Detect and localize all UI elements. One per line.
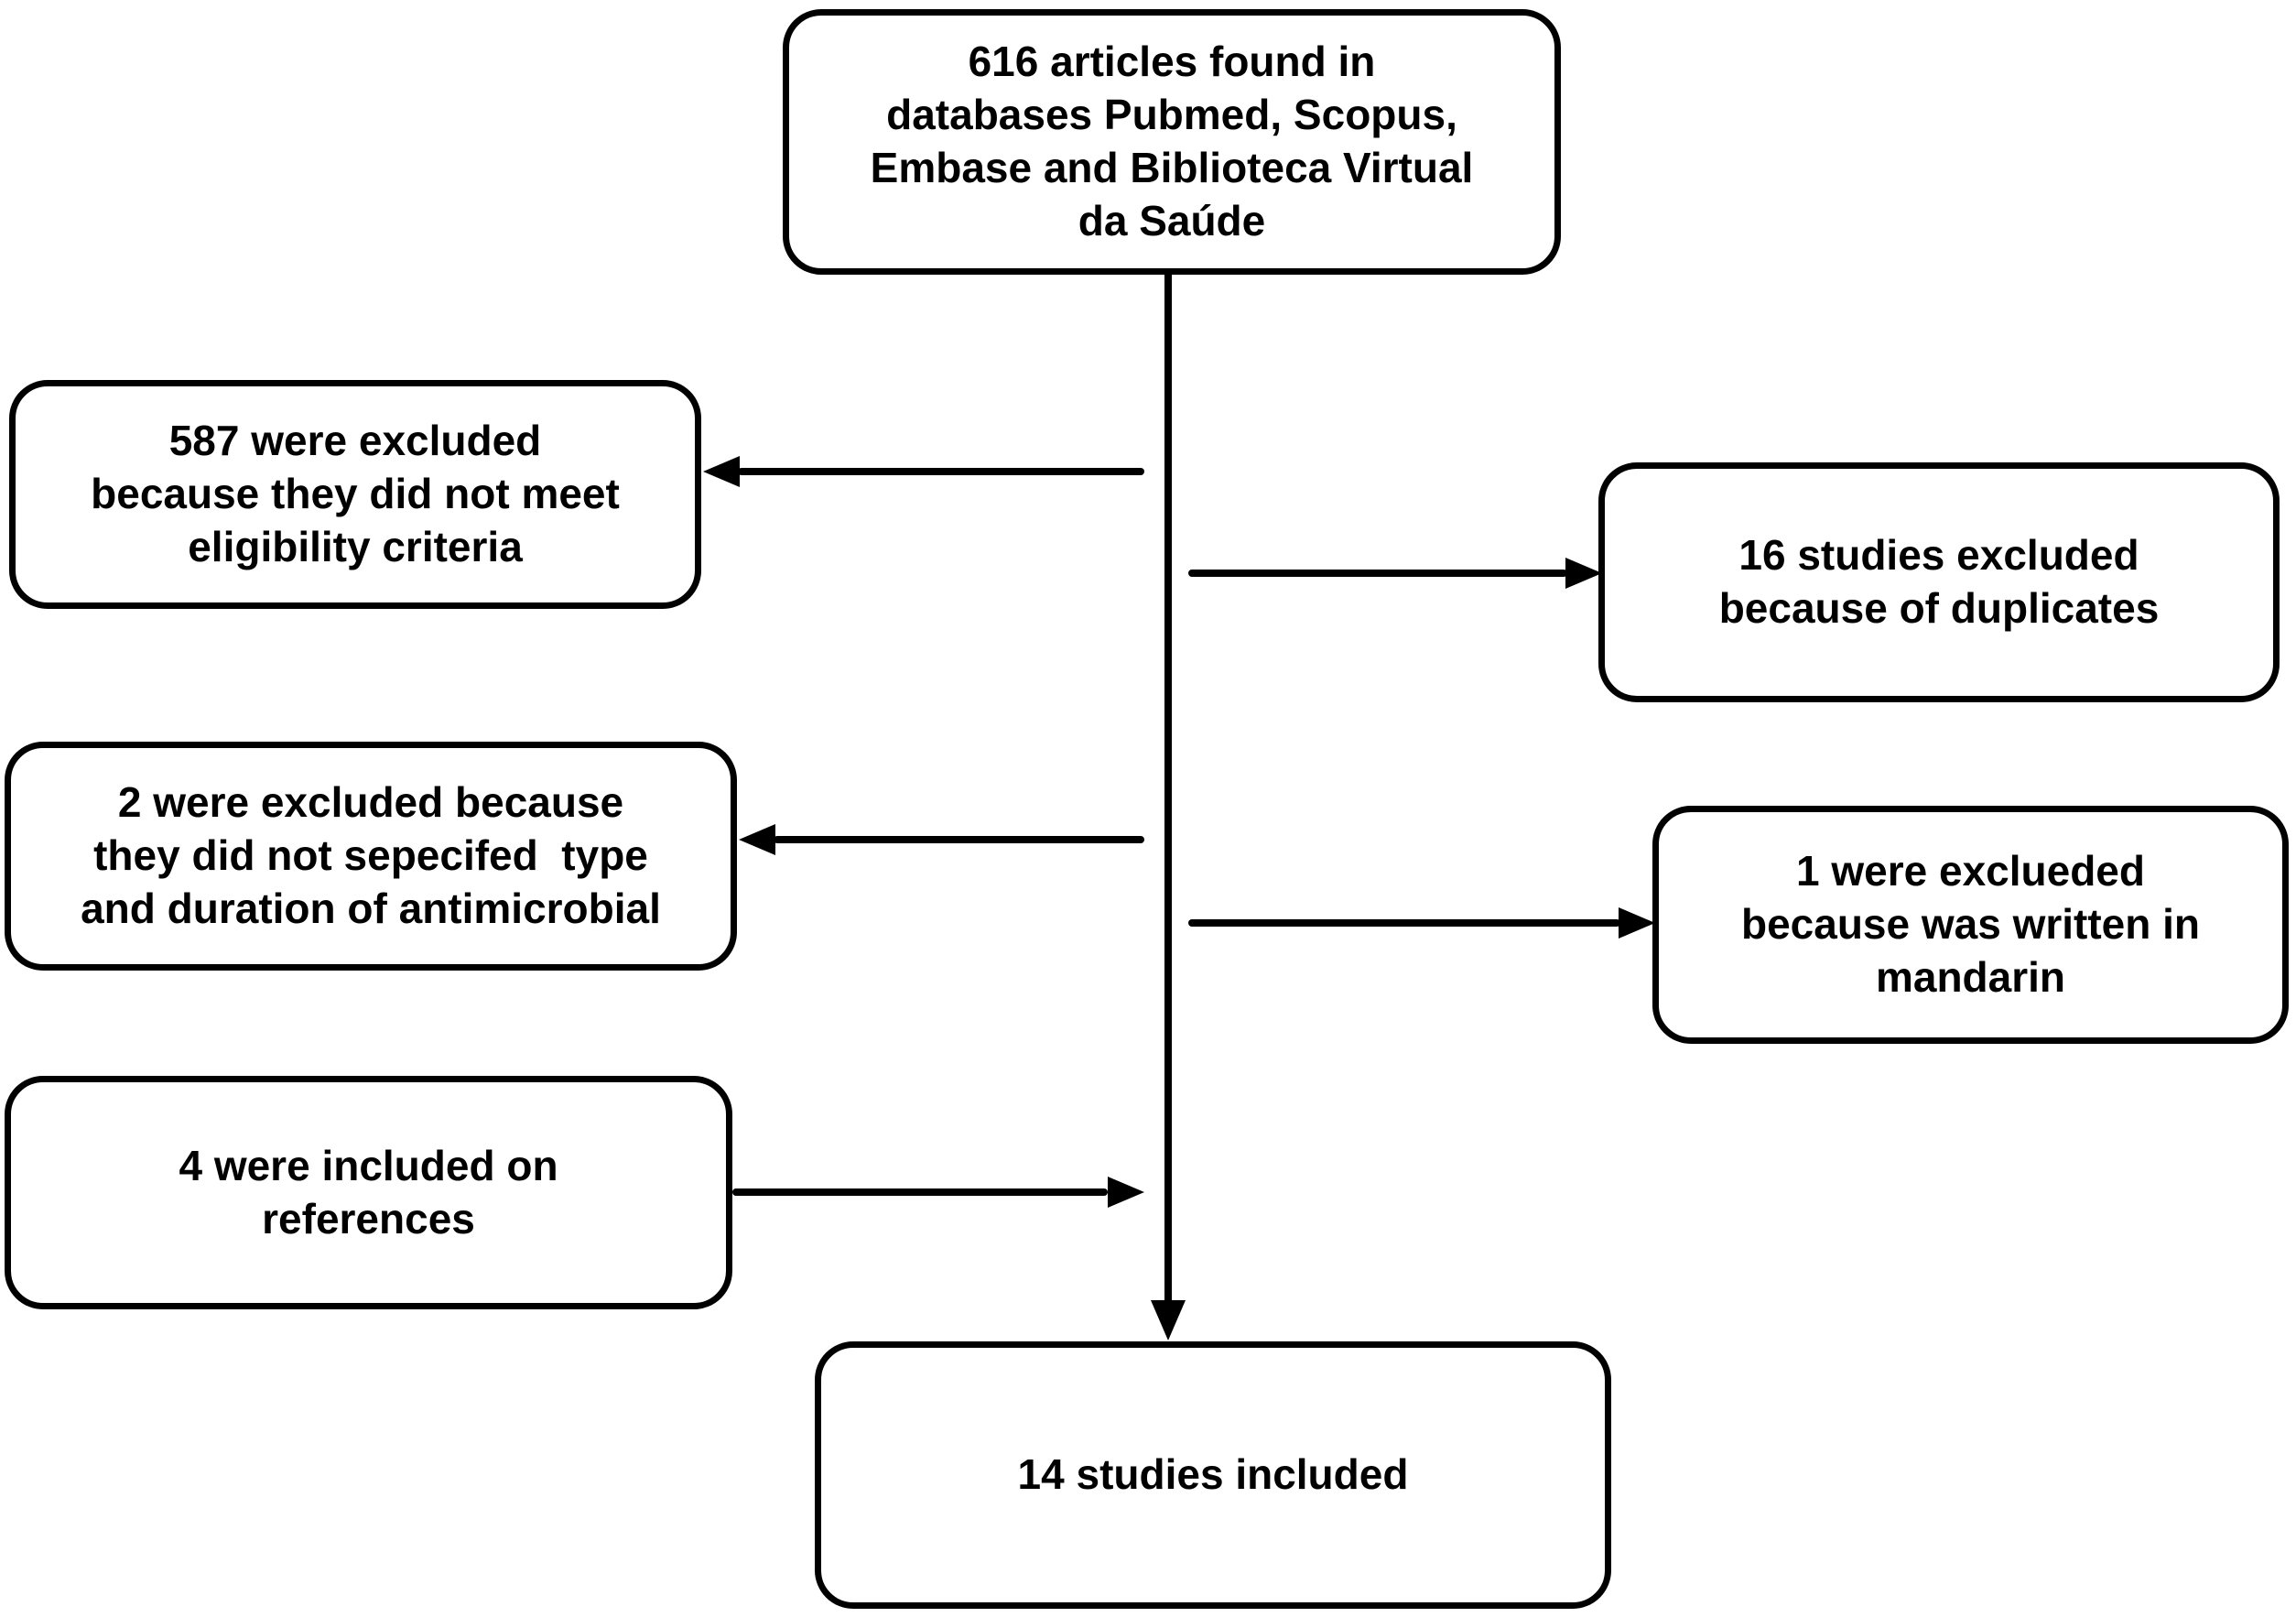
arrow-line-excluded-mandarin xyxy=(1188,919,1620,927)
left-arrowhead-icon-eligibility xyxy=(703,456,740,487)
left-arrowhead-icon-type-duration xyxy=(739,824,775,855)
arrow-line-excluded-duplicates xyxy=(1188,570,1567,577)
node-studies-included-label: 14 studies included xyxy=(1017,1450,1409,1499)
node-included-references-label: 4 were included on references xyxy=(179,1141,558,1243)
node-excluded-mandarin-label: 1 were exclueded because was written in … xyxy=(1740,847,2201,1001)
node-excluded-eligibility-label: 587 were excluded because they did not m… xyxy=(91,417,620,570)
right-arrowhead-icon-references xyxy=(1108,1177,1144,1208)
node-articles-found: 616 articles found in databases Pubmed, … xyxy=(783,9,1561,275)
node-excluded-eligibility: 587 were excluded because they did not m… xyxy=(9,380,701,609)
node-included-references: 4 were included on references xyxy=(5,1076,732,1309)
node-articles-found-label: 616 articles found in databases Pubmed, … xyxy=(870,38,1474,244)
right-arrowhead-icon-duplicates xyxy=(1565,558,1602,589)
down-arrowhead-icon xyxy=(1151,1300,1186,1340)
node-excluded-duplicates: 16 studies excluded because of duplicate… xyxy=(1598,462,2280,702)
node-excluded-duplicates-label: 16 studies excluded because of duplicate… xyxy=(1718,531,2160,632)
node-excluded-type-duration: 2 were excluded because they did not sep… xyxy=(5,742,737,971)
arrow-line-included-references xyxy=(732,1188,1108,1196)
node-studies-included: 14 studies included xyxy=(815,1341,1611,1609)
node-excluded-mandarin: 1 were exclueded because was written in … xyxy=(1652,806,2289,1044)
main-flow-line xyxy=(1164,271,1172,1302)
right-arrowhead-icon-mandarin xyxy=(1619,907,1655,939)
node-excluded-type-duration-label: 2 were excluded because they did not sep… xyxy=(81,778,661,932)
arrow-line-excluded-type-duration xyxy=(774,836,1144,843)
arrow-line-excluded-eligibility xyxy=(738,468,1144,475)
